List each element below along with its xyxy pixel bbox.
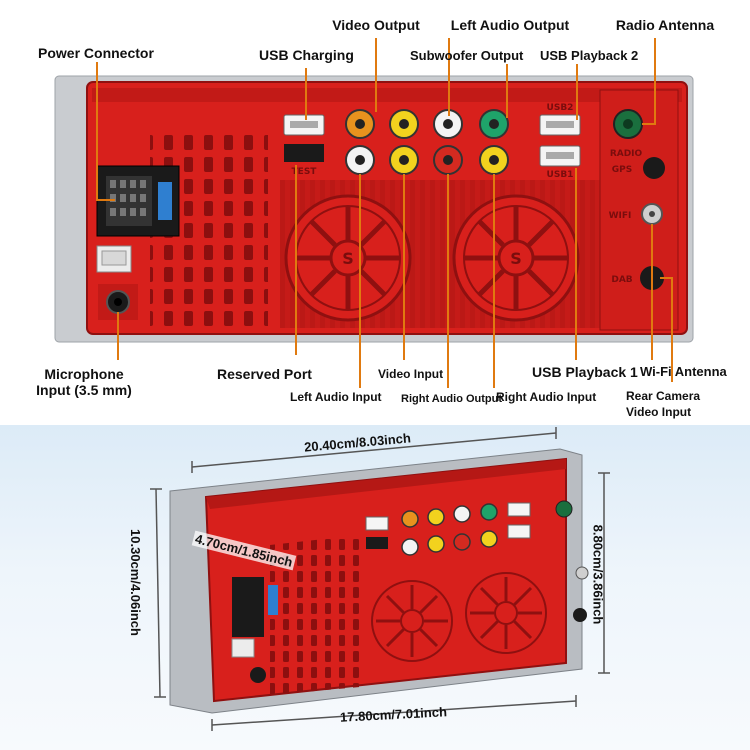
- leader-lines: [96, 38, 673, 388]
- label-microphone-input: Microphone Input (3.5 mm): [36, 366, 132, 398]
- power-connector-small: [232, 577, 264, 637]
- fan-small-right: [465, 572, 547, 654]
- stamp-wifi: WIFI: [609, 211, 632, 221]
- label-video-output: Video Output: [332, 17, 420, 33]
- stamp-test: TEST: [292, 167, 318, 177]
- bottom-panel-dimensions: 20.40cm/8.03inch 17.80cm/7.01inch 10.30c…: [0, 425, 750, 750]
- gps-socket: [643, 157, 665, 179]
- label-usb-playback-2: USB Playback 2: [540, 48, 639, 63]
- stamp-usb1: USB1: [547, 170, 574, 180]
- dimension-height-left: 10.30cm/4.06inch: [127, 529, 143, 636]
- label-wifi-antenna: Wi-Fi Antenna: [640, 364, 727, 379]
- label-left-audio-output: Left Audio Output: [450, 17, 570, 33]
- label-reserved-port: Reserved Port: [217, 366, 312, 382]
- label-right-audio-input: Right Audio Input: [496, 390, 597, 404]
- top-ridge: [92, 88, 682, 102]
- rca-row-top: [345, 109, 509, 139]
- label-subwoofer-output: Subwoofer Output: [410, 48, 524, 63]
- label-power-connector: Power Connector: [38, 45, 154, 61]
- dimension-height-right: 8.80cm/3.86inch: [590, 524, 606, 625]
- label-rear-camera-line2: Video Input: [626, 405, 692, 419]
- fan-right-logo: S: [510, 249, 522, 268]
- label-video-input: Video Input: [378, 367, 444, 381]
- reserved-black-port: [284, 144, 324, 162]
- top-panel-back-view: TEST USB2 USB1 RADIO GPS WIFI DAB: [36, 17, 727, 420]
- back-view-illustration: TEST USB2 USB1 RADIO GPS WIFI DAB: [54, 38, 694, 388]
- label-rear-camera: Rear Camera Video Input: [626, 388, 700, 420]
- fan-left-logo: S: [342, 249, 354, 268]
- stamp-radio: RADIO: [610, 149, 643, 159]
- fan-small-left: [371, 580, 453, 662]
- fan-left: S: [284, 194, 412, 322]
- stamp-dab: DAB: [611, 275, 632, 285]
- stamp-usb2: USB2: [547, 103, 574, 113]
- label-microphone-line2: Input (3.5 mm): [36, 382, 132, 398]
- label-radio-antenna: Radio Antenna: [615, 17, 715, 33]
- stamp-gps: GPS: [612, 165, 632, 175]
- rca-row-bottom: [345, 145, 509, 175]
- label-microphone-line1: Microphone: [44, 366, 124, 382]
- label-right-audio-output: Right Audio Output: [401, 393, 503, 405]
- label-left-audio-input: Left Audio Input: [290, 390, 382, 404]
- fuse: [158, 182, 172, 220]
- vents-left: [270, 535, 360, 695]
- label-usb-charging: USB Charging: [259, 47, 354, 63]
- label-usb-playback-1: USB Playback 1: [532, 364, 638, 380]
- dimension-lines: [150, 427, 610, 731]
- fan-right: S: [452, 194, 580, 322]
- dimension-illustration: [150, 427, 610, 731]
- label-rear-camera-line1: Rear Camera: [626, 389, 701, 403]
